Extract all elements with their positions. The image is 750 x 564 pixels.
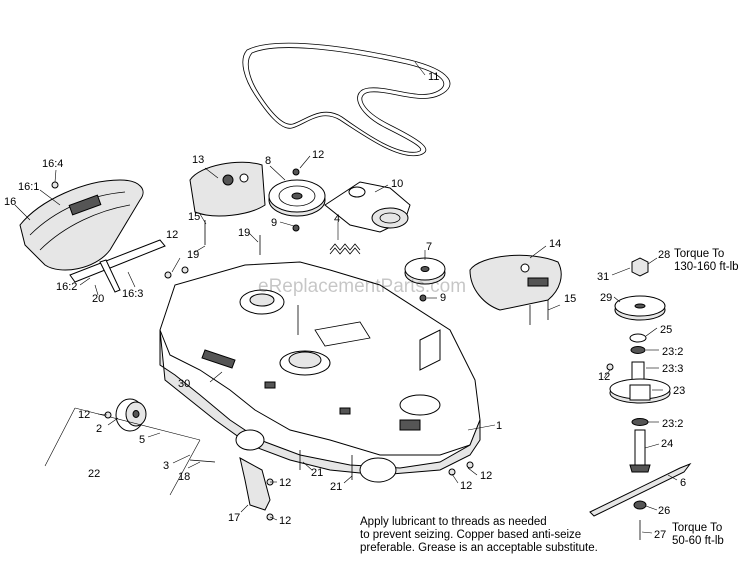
callout-18: 18 (178, 471, 190, 483)
callout-12b: 12 (166, 229, 178, 241)
callout-19b: 19 (187, 249, 199, 261)
callout-11: 11 (428, 71, 439, 83)
callout-5: 5 (139, 434, 145, 446)
drive-belt (242, 42, 451, 157)
callout-9b: 9 (440, 292, 446, 304)
callout-23-2b: 23:2 (662, 418, 683, 430)
callout-4: 4 (334, 213, 340, 225)
callout-23-2a: 23:2 (662, 346, 683, 358)
torque-27-line1: Torque To (672, 522, 723, 534)
callout-12c: 12 (78, 409, 90, 421)
callout-12g: 12 (460, 480, 472, 492)
callout-15b: 15 (564, 293, 576, 305)
torque-28-line2: 130-160 ft-lb (674, 261, 739, 273)
callout-10: 10 (391, 178, 403, 190)
note-line-3: preferable. Grease is an acceptable subs… (360, 542, 598, 554)
callout-28: 28 (658, 249, 670, 261)
callout-30: 30 (178, 378, 190, 390)
mower-deck (159, 261, 481, 483)
callout-8: 8 (265, 155, 271, 167)
belt-cover-left (19, 179, 144, 271)
callout-23: 23 (673, 385, 685, 397)
callout-3: 3 (163, 460, 169, 472)
callout-2: 2 (96, 423, 102, 435)
callout-24: 24 (661, 438, 673, 450)
callout-25: 25 (660, 324, 672, 336)
callout-15a: 15 (188, 211, 200, 223)
callout-12e: 12 (279, 515, 291, 527)
callout-12h: 12 (598, 371, 610, 383)
callout-22: 22 (88, 468, 100, 480)
torque-note-28: Torque To 130-160 ft-lb (674, 248, 739, 274)
pulley-8 (268, 168, 326, 217)
spring-4 (329, 243, 361, 255)
callout-26: 26 (658, 505, 670, 517)
leader-lines (14, 61, 678, 534)
callout-13: 13 (192, 154, 204, 166)
callout-16: 16 (4, 196, 16, 208)
callout-23-3: 23:3 (662, 363, 683, 375)
deflector-bracket (69, 239, 166, 293)
torque-27-line2: 50-60 ft-lb (672, 535, 724, 547)
callout-27: 27 (654, 529, 666, 541)
callout-12a: 12 (312, 149, 324, 161)
spindle-cover-14 (469, 254, 562, 311)
callout-31: 31 (597, 271, 609, 283)
callout-20: 20 (92, 293, 104, 305)
callout-14: 14 (549, 238, 561, 250)
callout-21a: 21 (311, 467, 323, 479)
anti-scalp-wheel (44, 398, 201, 496)
callout-16-1: 16:1 (18, 181, 39, 193)
spindle-assembly (589, 257, 692, 540)
callout-19a: 19 (238, 227, 250, 239)
callout-16-2: 16:2 (56, 281, 77, 293)
callout-29: 29 (600, 292, 612, 304)
callout-1: 1 (496, 420, 502, 432)
note-line-2: to prevent seizing. Copper based anti-se… (360, 529, 582, 541)
torque-28-line1: Torque To (674, 248, 725, 260)
note-line-1: Apply lubricant to threads as needed (360, 516, 547, 528)
callout-12f: 12 (480, 470, 492, 482)
pulley-7 (404, 257, 446, 285)
callout-16-3: 16:3 (122, 288, 143, 300)
idler-arm-10 (324, 181, 411, 233)
callout-9a: 9 (271, 217, 277, 229)
callout-16-4: 16:4 (42, 158, 63, 170)
callout-12d: 12 (279, 477, 291, 489)
callout-7: 7 (426, 241, 432, 253)
deflector-17 (239, 457, 271, 511)
callout-6: 6 (680, 477, 686, 489)
lubrication-note: Apply lubricant to threads as needed to … (360, 516, 660, 555)
callout-21b: 21 (330, 481, 342, 493)
callout-17: 17 (228, 512, 240, 524)
torque-note-27: Torque To 50-60 ft-lb (672, 522, 724, 548)
callout-labels: 11 1 2 3 4 5 6 7 8 9 9 10 12 12 12 12 12… (4, 71, 686, 541)
spindle-cover-13 (189, 161, 266, 217)
watermark: eReplacementParts.com (258, 276, 466, 297)
